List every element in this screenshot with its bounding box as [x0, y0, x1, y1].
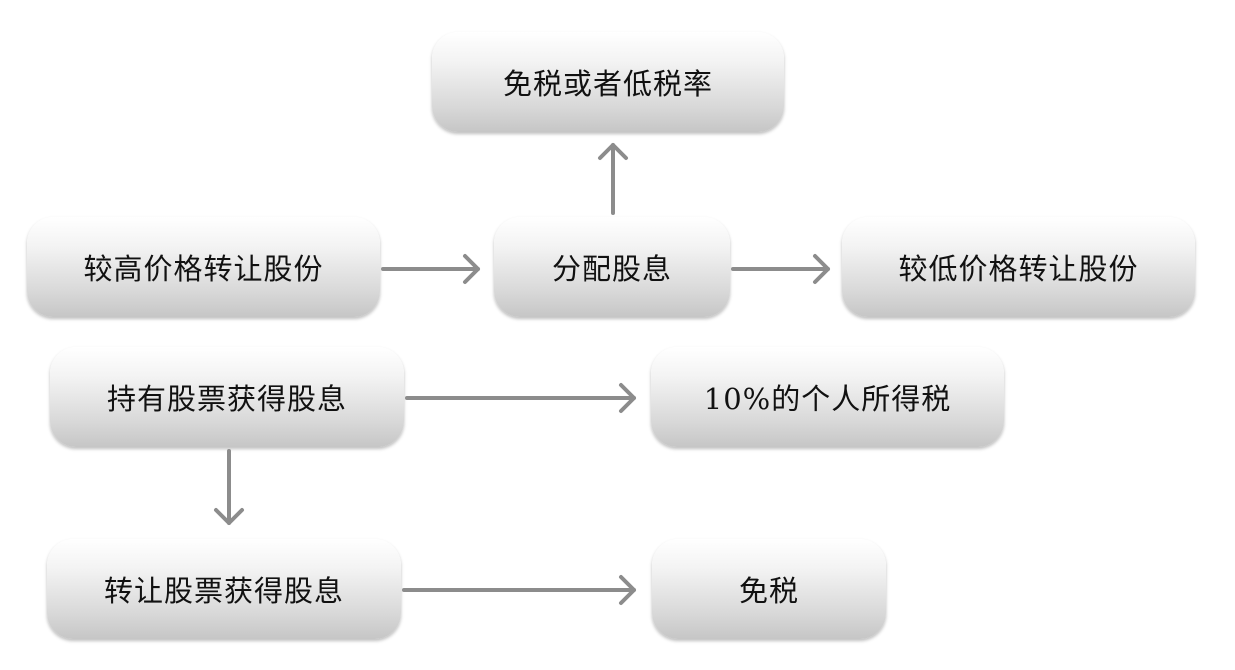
arrow-down [214, 449, 244, 525]
arrow-right [405, 383, 636, 413]
node-label: 转让股票获得股息 [103, 574, 344, 608]
node-label: 较高价格转让股份 [83, 252, 324, 286]
node-sell-low: 较低价格转让股份 [842, 217, 1195, 317]
node-transfer-stock-dividend: 转让股票获得股息 [47, 539, 401, 639]
arrow-right [381, 254, 480, 284]
node-label: 10%的个人所得税 [703, 382, 952, 416]
node-label: 较低价格转让股份 [898, 252, 1139, 286]
arrow-up [598, 143, 628, 215]
node-tax-exempt-or-low-rate: 免税或者低税率 [432, 32, 784, 132]
node-hold-stock-dividend: 持有股票获得股息 [50, 347, 404, 447]
arrow-right [402, 575, 636, 605]
node-tax-exempt: 免税 [652, 539, 886, 639]
node-label: 分配股息 [551, 252, 672, 286]
node-label: 免税 [738, 574, 799, 608]
node-sell-high: 较高价格转让股份 [27, 217, 380, 317]
node-label: 免税或者低税率 [502, 67, 713, 101]
arrow-right [731, 254, 830, 284]
node-label: 持有股票获得股息 [106, 382, 347, 416]
node-distribute-dividend: 分配股息 [494, 217, 730, 317]
node-personal-income-tax: 10%的个人所得税 [651, 347, 1004, 447]
